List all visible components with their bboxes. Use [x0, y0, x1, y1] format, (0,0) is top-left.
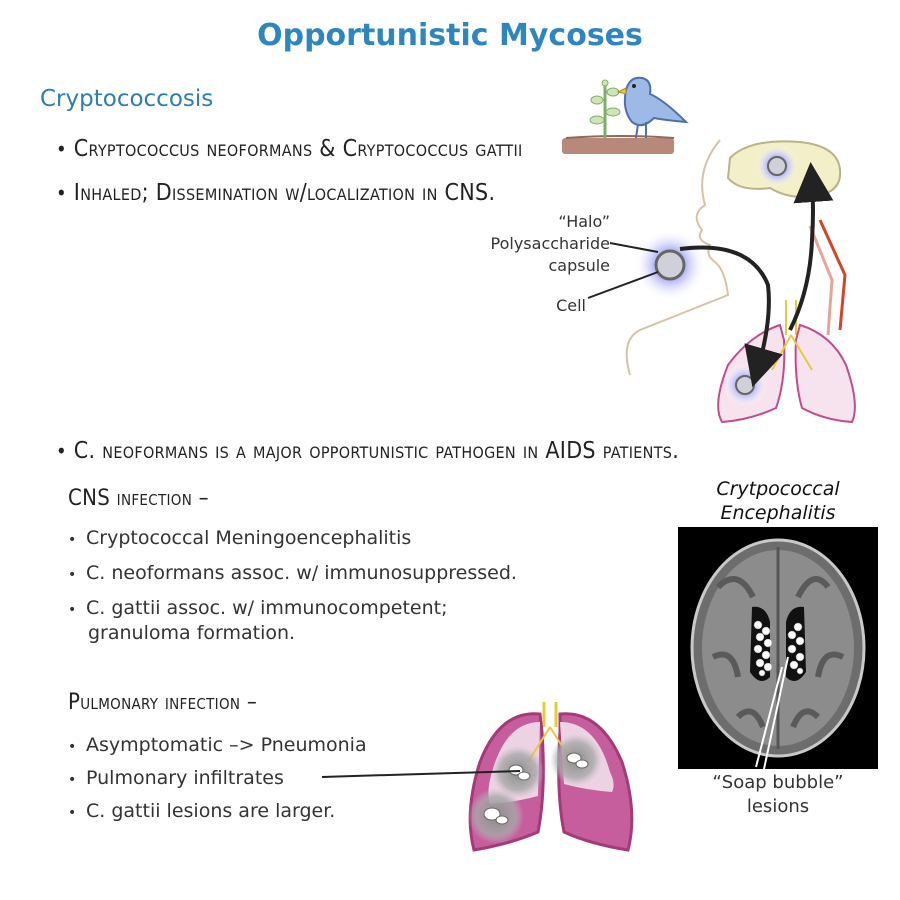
pulmonary-item: • Asymptomatic –> Pneumonia: [68, 734, 367, 756]
cns-item-continuation: granuloma formation.: [88, 622, 296, 644]
cns-heading: CNS infection –: [68, 486, 209, 511]
lesion-leader-line-b: [763, 656, 789, 770]
lesion-leader-line-a: [755, 666, 783, 768]
capsule-label-line1: Polysaccharide: [490, 234, 610, 253]
capsule-leader-line: [609, 242, 659, 253]
cns-item: • Cryptococcal Meningoencephalitis: [68, 527, 411, 549]
dissemination-diagram: [587, 139, 856, 424]
right-lung: [794, 323, 856, 424]
bird-plant-illustration: [562, 76, 689, 154]
lung-cryptococcus-cell: [735, 375, 755, 395]
bird-icon: [616, 76, 689, 139]
section-heading: Cryptococcosis: [40, 86, 214, 112]
cell-leader-line: [587, 271, 659, 299]
artery-vessel: [818, 219, 847, 331]
capsule-label-line2: capsule: [548, 256, 610, 275]
pulmonary-trachea: [542, 702, 558, 727]
cns-item-text: C. gattii assoc. w/ immunocompetent;: [86, 597, 448, 619]
soap-bubble-lesions: [753, 620, 805, 677]
bullet-aids: • C. neoformans is a major opportunistic…: [56, 438, 679, 464]
halo-label: “Halo”: [558, 212, 610, 231]
bullet-species-text: Cryptococcus neoformans & Cryptococcus g…: [73, 136, 523, 162]
page-title: Opportunistic Mycoses: [257, 18, 643, 53]
vein-vessel: [808, 225, 834, 336]
bullet-dot: •: [68, 532, 77, 548]
bullet-dot: •: [68, 805, 77, 821]
bullet-dot: •: [68, 602, 77, 618]
soil: [562, 138, 674, 154]
bullet-dot: •: [56, 181, 67, 205]
bullet-dissemination: • Inhaled; Dissemination w/localization …: [56, 180, 495, 206]
cns-item: • C. gattii assoc. w/ immunocompetent;: [68, 597, 447, 619]
mri-brain-image: [678, 527, 878, 770]
inhaled-cryptococcus-cell: [654, 249, 686, 281]
bullet-dot: •: [56, 137, 67, 161]
pulmonary-item-text: Pulmonary infiltrates: [86, 767, 284, 789]
pulmonary-lungs-diagram: [468, 702, 634, 852]
head-profile-outline: [625, 139, 730, 376]
lesion-label-line1: “Soap bubble”: [712, 772, 844, 793]
inhalation-arrow: [679, 245, 783, 388]
pulmonary-item: • Pulmonary infiltrates: [68, 767, 284, 789]
bullet-dot: •: [68, 567, 77, 583]
brain-cryptococcus-cell: [767, 156, 787, 176]
mri-title-line2: Encephalitis: [720, 502, 836, 524]
bullet-species: • Cryptococcus neoformans & Cryptococcus…: [56, 136, 523, 162]
cns-item-text: C. neoformans assoc. w/ immunosuppressed…: [86, 562, 517, 584]
pulmonary-item-text: C. gattii lesions are larger.: [86, 800, 336, 822]
infiltrate-cells: [483, 752, 589, 825]
plant-icon: [589, 79, 621, 138]
bullet-dot: •: [68, 739, 77, 755]
dissemination-arrow: [788, 162, 834, 331]
pulmonary-item-text: Asymptomatic –> Pneumonia: [86, 734, 367, 756]
bullet-dot: •: [56, 439, 67, 463]
infiltrate-leader-line: [321, 770, 521, 778]
mri-title-line1: Crytpococcal: [716, 478, 840, 500]
bullet-aids-text: C. neoformans is a major opportunistic p…: [73, 438, 680, 464]
lesion-label-line2: lesions: [746, 796, 810, 817]
cell-label: Cell: [556, 296, 586, 315]
cns-item-text: Cryptococcal Meningoencephalitis: [86, 527, 412, 549]
pulmonary-heading: Pulmonary infection –: [68, 690, 258, 715]
mri-sulci: [711, 576, 845, 729]
cns-item: • C. neoformans assoc. w/ immunosuppresse…: [68, 562, 517, 584]
bullet-dissemination-text: Inhaled; Dissemination w/localization in…: [73, 180, 496, 206]
pulmonary-item: • C. gattii lesions are larger.: [68, 800, 335, 822]
bullet-dot: •: [68, 772, 77, 788]
